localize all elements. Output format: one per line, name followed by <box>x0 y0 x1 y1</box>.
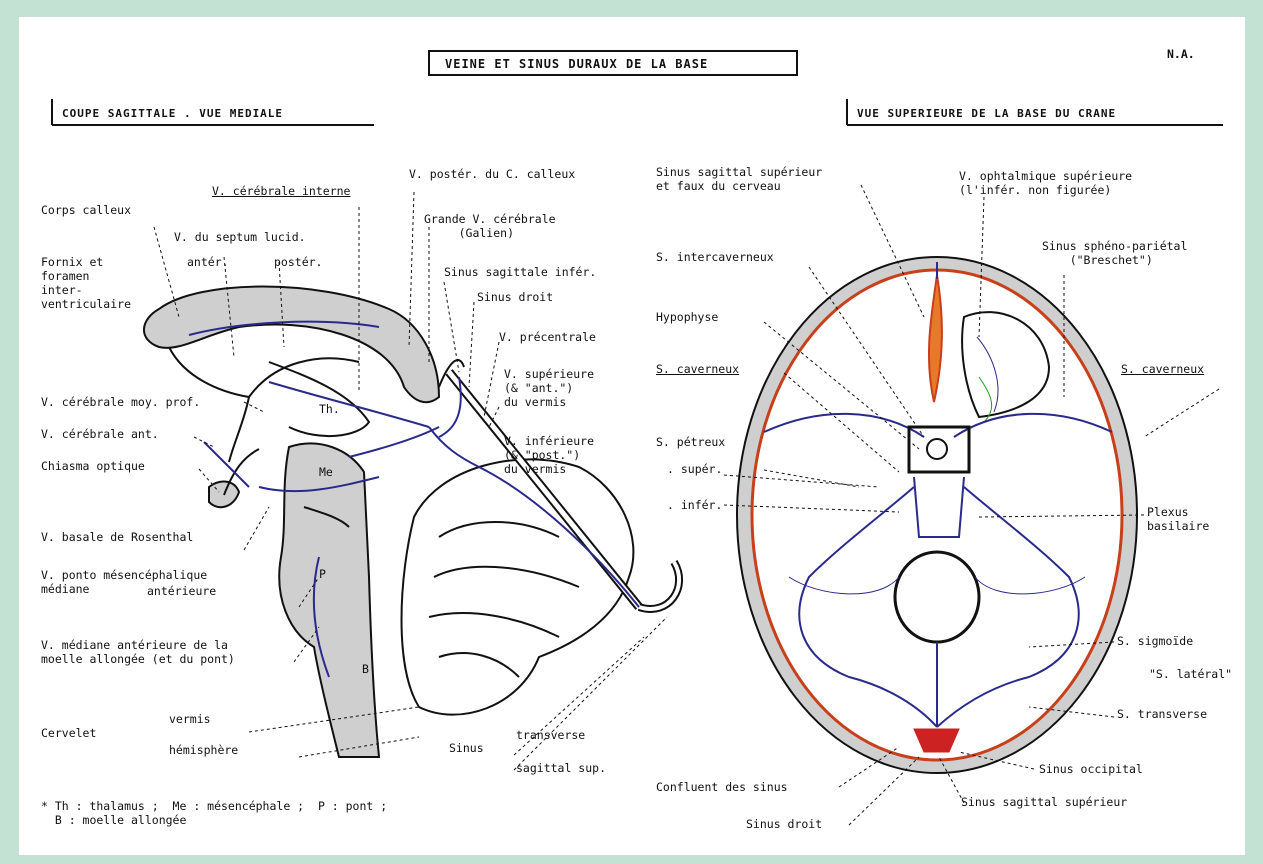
anatomy-drawing <box>19 17 1245 855</box>
label-sinus-sag-sup-faux: Sinus sagittal supérieur et faux du cerv… <box>656 165 822 193</box>
author-mark: N.A. <box>1167 47 1195 61</box>
label-lateral: "S. latéral" <box>1149 667 1232 681</box>
label-petreux: S. pétreux <box>656 435 725 449</box>
label-basale: V. basale de Rosenthal <box>41 530 193 544</box>
label-caverneux-left: S. caverneux <box>656 362 739 376</box>
label-precentrale: V. précentrale <box>499 330 596 344</box>
label-anter: antér. <box>187 255 229 269</box>
label-mediane-ant: V. médiane antérieure de la moelle allon… <box>41 638 235 666</box>
label-grande-v: Grande V. cérébrale (Galien) <box>424 212 556 240</box>
label-sinus-sag-infer: Sinus sagittale infér. <box>444 265 596 279</box>
label-confluent: Confluent des sinus <box>656 780 788 794</box>
label-cervelet: Cervelet <box>41 726 96 740</box>
corps-calleux-shape <box>144 287 439 403</box>
label-plexus: Plexus basilaire <box>1147 505 1209 533</box>
label-fornix: Fornix et foramen inter- ventriculaire <box>41 255 131 311</box>
page-title: VEINE ET SINUS DURAUX DE LA BASE <box>445 57 708 71</box>
label-hemisphere: hémisphère <box>169 743 238 757</box>
label-cerebrale-ant: V. cérébrale ant. <box>41 427 159 441</box>
label-poster: postér. <box>274 255 322 269</box>
skull-base <box>737 257 1137 773</box>
footnote: * Th : thalamus ; Me : mésencéphale ; P … <box>41 799 387 827</box>
label-transverse: transverse <box>516 728 585 742</box>
label-septum: V. du septum lucid. <box>174 230 306 244</box>
right-heading: VUE SUPERIEURE DE LA BASE DU CRANE <box>857 107 1116 120</box>
label-chiasma: Chiasma optique <box>41 459 145 473</box>
label-intercaverneux: S. intercaverneux <box>656 250 774 264</box>
label-poster-c-calleux: V. postér. du C. calleux <box>409 167 575 181</box>
label-anterieure: antérieure <box>147 584 216 598</box>
label-sigmoide: S. sigmoïde <box>1117 634 1193 648</box>
label-p: P <box>319 567 326 581</box>
label-corps-calleux: Corps calleux <box>41 203 131 217</box>
label-infer: . infér. <box>667 498 722 512</box>
label-s-transverse: S. transverse <box>1117 707 1207 721</box>
label-ophtalmique: V. ophtalmique supérieure (l'infér. non … <box>959 169 1132 197</box>
sagittal-section <box>144 287 679 758</box>
label-sinus-droit: Sinus droit <box>477 290 553 304</box>
label-super: . supér. <box>667 462 722 476</box>
label-sagittal-sup: sagittal sup. <box>516 761 606 775</box>
label-cerebrale-interne: V. cérébrale interne <box>212 184 350 198</box>
label-hypophyse: Hypophyse <box>656 310 718 324</box>
label-th: Th. <box>319 402 340 416</box>
label-b: B <box>362 662 369 676</box>
label-sag-sup: Sinus sagittal supérieur <box>961 795 1127 809</box>
label-me: Me <box>319 465 333 479</box>
label-droit: Sinus droit <box>746 817 822 831</box>
label-superieure-vermis: V. supérieure (& "ant.") du vermis <box>504 367 594 409</box>
label-vermis: vermis <box>169 712 211 726</box>
label-caverneux-right: S. caverneux <box>1121 362 1204 376</box>
label-sinus: Sinus <box>449 741 484 755</box>
label-spheno: Sinus sphéno-pariétal ("Breschet") <box>1042 239 1187 267</box>
label-cerebrale-moy: V. cérébrale moy. prof. <box>41 395 200 409</box>
diagram-sheet: VEINE ET SINUS DURAUX DE LA BASE N.A. CO… <box>19 17 1245 855</box>
label-occipital: Sinus occipital <box>1039 762 1143 776</box>
left-heading: COUPE SAGITTALE . VUE MEDIALE <box>62 107 283 120</box>
label-inferieure-vermis: V. inférieure (& "post.") du vermis <box>504 434 594 476</box>
